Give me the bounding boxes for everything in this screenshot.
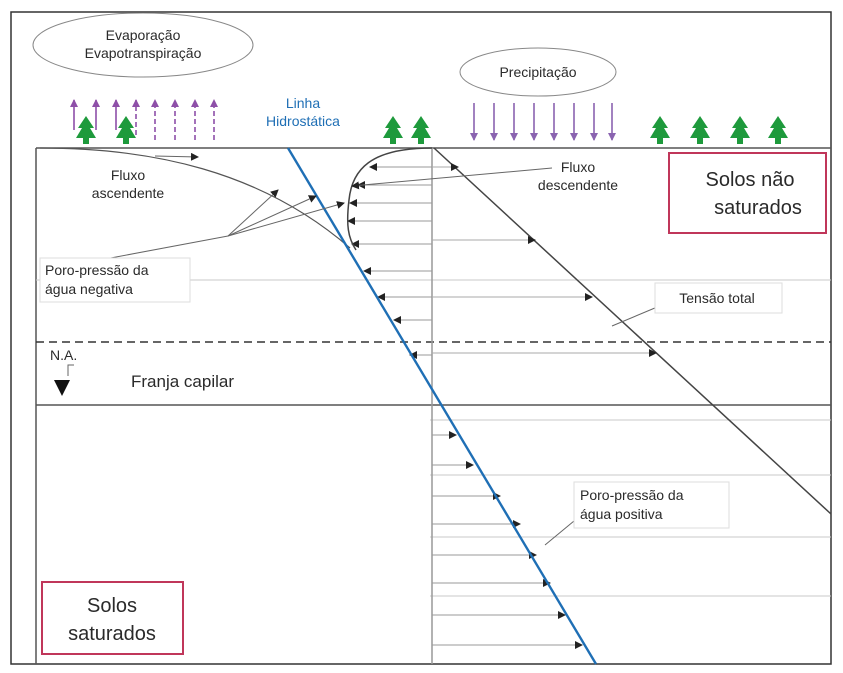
positive-pressure-box bbox=[573, 481, 730, 529]
downward-flow-label-line2: descendente bbox=[538, 177, 618, 193]
negative-pressure-label-line2: água negativa bbox=[45, 281, 133, 297]
outer-border bbox=[10, 11, 832, 665]
negative-pressure-curve bbox=[346, 147, 433, 251]
evaporation-label-line2: Evapotranspiração bbox=[85, 45, 202, 61]
saturated-soils-label-line1: Solos bbox=[87, 595, 137, 617]
positive-pressure-arrows bbox=[432, 431, 583, 649]
negative-pressure-label-line1: Poro-pressão da bbox=[45, 262, 149, 278]
saturated-soils-box bbox=[41, 581, 184, 655]
upward-flow-label-line2: ascendente bbox=[92, 185, 165, 201]
hydrostatic-line bbox=[286, 147, 598, 665]
upward-flow-curve bbox=[39, 147, 351, 249]
unsaturated-soils-label-line1: Solos não bbox=[706, 169, 795, 191]
saturated-soils-label-line2: saturados bbox=[68, 623, 156, 645]
upward-flow-label-line1: Fluxo bbox=[111, 167, 145, 183]
precipitation-ellipse bbox=[459, 47, 617, 97]
total-stress-box bbox=[654, 282, 783, 314]
capillary-fringe-label: Franja capilar bbox=[131, 372, 234, 391]
evaporation-label-line1: Evaporação bbox=[106, 27, 181, 43]
unsaturated-soils-box bbox=[668, 152, 827, 234]
arrow-down-icon bbox=[470, 103, 616, 141]
downward-flow-label-line1: Fluxo bbox=[561, 159, 595, 175]
tree-icon bbox=[76, 116, 788, 144]
negative-pressure-box bbox=[39, 257, 191, 303]
negative-pressure-arrows bbox=[347, 163, 432, 359]
positive-pressure-label-line2: água positiva bbox=[580, 506, 663, 522]
grid-lines bbox=[36, 279, 831, 597]
total-stress-arrows bbox=[432, 163, 657, 357]
precipitation-label: Precipitação bbox=[499, 64, 576, 80]
total-stress-line bbox=[433, 147, 832, 515]
evaporation-ellipse bbox=[32, 12, 254, 78]
unsaturated-soils-label-line2: saturados bbox=[714, 197, 802, 219]
arrow-up-icon bbox=[70, 99, 218, 140]
hydrostatic-label-line2: Hidrostática bbox=[266, 113, 340, 129]
water-table-triangle-icon bbox=[54, 380, 70, 396]
total-stress-label: Tensão total bbox=[679, 290, 755, 306]
hydrostatic-label-line1: Linha bbox=[286, 95, 320, 111]
label-pointers bbox=[67, 152, 663, 546]
positive-pressure-label-line1: Poro-pressão da bbox=[580, 487, 684, 503]
water-table-label: N.A. bbox=[50, 347, 77, 363]
